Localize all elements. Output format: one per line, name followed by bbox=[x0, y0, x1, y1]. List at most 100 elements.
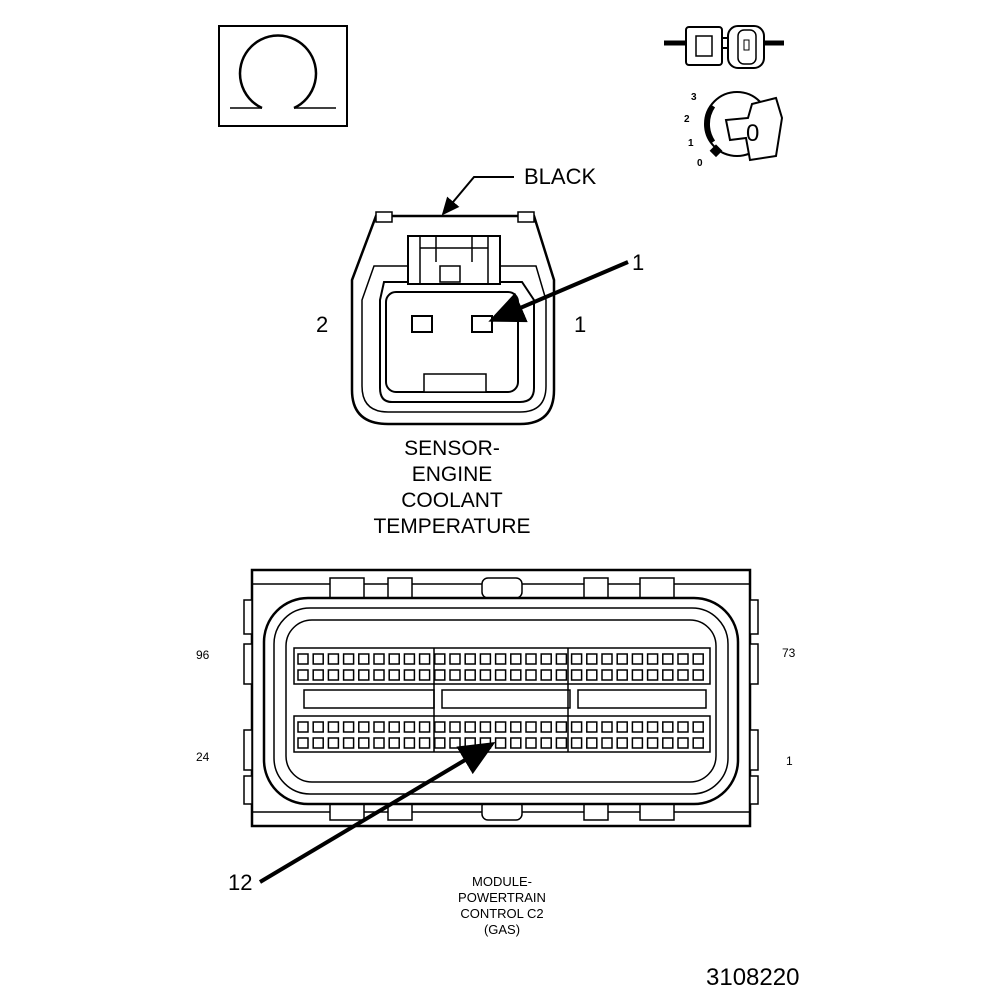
sensor-side-left-label: 2 bbox=[316, 312, 329, 337]
pin-cavity bbox=[434, 721, 446, 733]
pcm-corner-label-1: 1 bbox=[786, 754, 793, 768]
pin-cavity bbox=[358, 669, 370, 681]
pin-cavity bbox=[297, 737, 309, 749]
pin-cavity bbox=[494, 737, 507, 749]
pin-cavity bbox=[555, 669, 568, 681]
pin-cavity bbox=[327, 721, 340, 733]
pin-cavity bbox=[692, 669, 704, 681]
pin-cavity bbox=[646, 737, 659, 749]
pin-cavity bbox=[540, 653, 552, 665]
pin-cavity bbox=[601, 721, 613, 733]
pin-cavity bbox=[312, 653, 324, 665]
pcm-corner-label-73: 73 bbox=[782, 646, 796, 660]
pin-cavity bbox=[342, 653, 355, 665]
pcm-caption-line: MODULE- bbox=[472, 874, 532, 889]
pcm-connector-drawing bbox=[243, 568, 759, 828]
pin-cavity bbox=[570, 737, 583, 749]
pin-cavity bbox=[418, 653, 431, 665]
sensor-connector-caption: SENSOR- ENGINE COOLANT TEMPERATURE bbox=[332, 436, 572, 540]
pin-cavity bbox=[297, 721, 309, 733]
pcm-caption-line: CONTROL C2 bbox=[460, 906, 544, 921]
pin-cavity bbox=[692, 653, 704, 665]
sensor-caption-line: COOLANT bbox=[401, 489, 503, 512]
pin-cavity bbox=[631, 669, 644, 681]
pin-cavity bbox=[312, 721, 324, 733]
pcm-caption-line: (GAS) bbox=[483, 922, 521, 937]
pcm-corner-label-24: 24 bbox=[196, 750, 210, 764]
pin-cavity bbox=[388, 737, 400, 749]
sensor-side-right-label: 1 bbox=[574, 312, 587, 337]
pin-cavity bbox=[403, 721, 416, 733]
pin-cavity bbox=[297, 653, 309, 665]
pin-cavity bbox=[692, 721, 704, 733]
pin-cavity bbox=[449, 669, 461, 681]
pin-cavity bbox=[434, 669, 446, 681]
pin-cavity bbox=[464, 737, 476, 749]
pin-cavity bbox=[403, 653, 416, 665]
pin-cavity bbox=[388, 669, 400, 681]
figure-number: 3108220 bbox=[706, 964, 800, 991]
pin-cavity bbox=[358, 737, 370, 749]
pin-cavity bbox=[449, 721, 461, 733]
pin-cavity bbox=[434, 737, 446, 749]
pin-cavity bbox=[373, 653, 385, 665]
pin-cavity bbox=[677, 721, 689, 733]
pin-cavity bbox=[494, 669, 507, 681]
pcm-pin-12-leader bbox=[258, 741, 496, 884]
pin-cavity bbox=[677, 737, 689, 749]
pin-cavity bbox=[555, 737, 568, 749]
pin-cavity bbox=[601, 737, 613, 749]
pin-cavity bbox=[616, 669, 628, 681]
pin-cavity bbox=[418, 721, 431, 733]
ohmmeter-icon bbox=[218, 25, 348, 127]
ignition-position-1: 1 bbox=[688, 138, 694, 149]
sensor-caption-line: SENSOR- bbox=[404, 437, 500, 460]
pin-cavity bbox=[677, 653, 689, 665]
pin-cavity bbox=[403, 669, 416, 681]
pin-cavity bbox=[601, 653, 613, 665]
pin-cavity bbox=[646, 653, 659, 665]
pin-cavity bbox=[297, 669, 309, 681]
pin-cavity bbox=[510, 737, 522, 749]
pin-cavity bbox=[373, 721, 385, 733]
sensor-connector-color-label: BLACK bbox=[524, 164, 597, 189]
pin-cavity bbox=[373, 737, 385, 749]
pin-cavity bbox=[479, 721, 492, 733]
sensor-caption-line: TEMPERATURE bbox=[373, 515, 531, 538]
sensor-caption-line: ENGINE bbox=[411, 463, 493, 486]
pin-cavity bbox=[358, 721, 370, 733]
pin-cavity bbox=[586, 669, 598, 681]
pin-cavity bbox=[570, 669, 583, 681]
pin-cavity bbox=[342, 721, 355, 733]
sensor-pin-1-leader bbox=[488, 260, 629, 323]
pin-cavity bbox=[327, 653, 340, 665]
pin-cavity bbox=[510, 653, 522, 665]
pin-cavity bbox=[434, 653, 446, 665]
pin-cavity bbox=[586, 737, 598, 749]
sensor-connector-drawing bbox=[350, 211, 556, 426]
pin-cavity bbox=[342, 669, 355, 681]
pin-cavity bbox=[494, 721, 507, 733]
pin-cavity bbox=[479, 653, 492, 665]
ignition-position-0: 0 bbox=[697, 158, 703, 169]
pin-cavity bbox=[586, 653, 598, 665]
ignition-position-2: 2 bbox=[684, 114, 690, 125]
pin-cavity bbox=[540, 737, 552, 749]
pin-cavity bbox=[525, 721, 537, 733]
pin-cavity bbox=[510, 721, 522, 733]
pin-cavity bbox=[662, 653, 674, 665]
pin-cavity bbox=[646, 721, 659, 733]
ignition-switch-icon bbox=[704, 91, 784, 162]
pin-cavity bbox=[327, 737, 340, 749]
pin-cavity bbox=[662, 737, 674, 749]
pin-cavity bbox=[449, 737, 461, 749]
pin-cavity bbox=[601, 669, 613, 681]
pin-cavity bbox=[646, 669, 659, 681]
ignition-key-label: 0 bbox=[746, 120, 760, 147]
pin-cavity bbox=[464, 721, 476, 733]
pin-cavity bbox=[449, 653, 461, 665]
pin-cavity bbox=[525, 737, 537, 749]
pin-cavity bbox=[403, 737, 416, 749]
pin-cavity bbox=[692, 737, 704, 749]
